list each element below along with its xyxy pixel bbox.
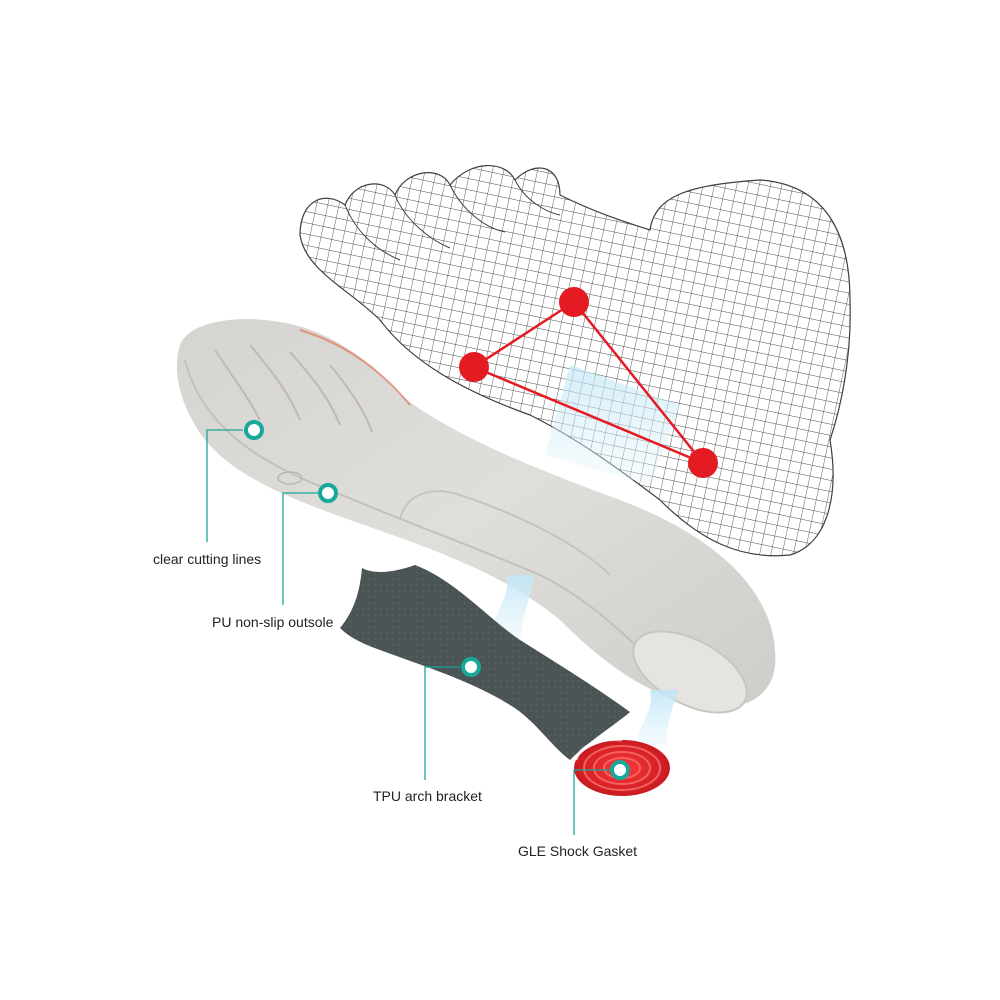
label-gle-shock-gasket: GLE Shock Gasket	[518, 843, 638, 859]
ring-marker-icon	[244, 420, 264, 440]
ring-marker-icon	[610, 760, 630, 780]
red-dot-icon	[459, 352, 489, 382]
pressure-triangle	[459, 287, 718, 478]
ring-marker-icon	[461, 657, 481, 677]
callout-markers	[244, 420, 630, 780]
label-clear-cutting-lines: clear cutting lines	[153, 551, 262, 567]
red-dot-icon	[688, 448, 718, 478]
insole	[176, 319, 776, 714]
red-dot-icon	[559, 287, 589, 317]
label-tpu-arch-bracket: TPU arch bracket	[373, 788, 482, 804]
tpu-arch-bracket	[340, 565, 630, 760]
callout-leaders	[206, 429, 610, 835]
ring-marker-icon	[318, 483, 338, 503]
label-pu-non-slip-outsole: PU non-slip outsole	[212, 614, 334, 630]
